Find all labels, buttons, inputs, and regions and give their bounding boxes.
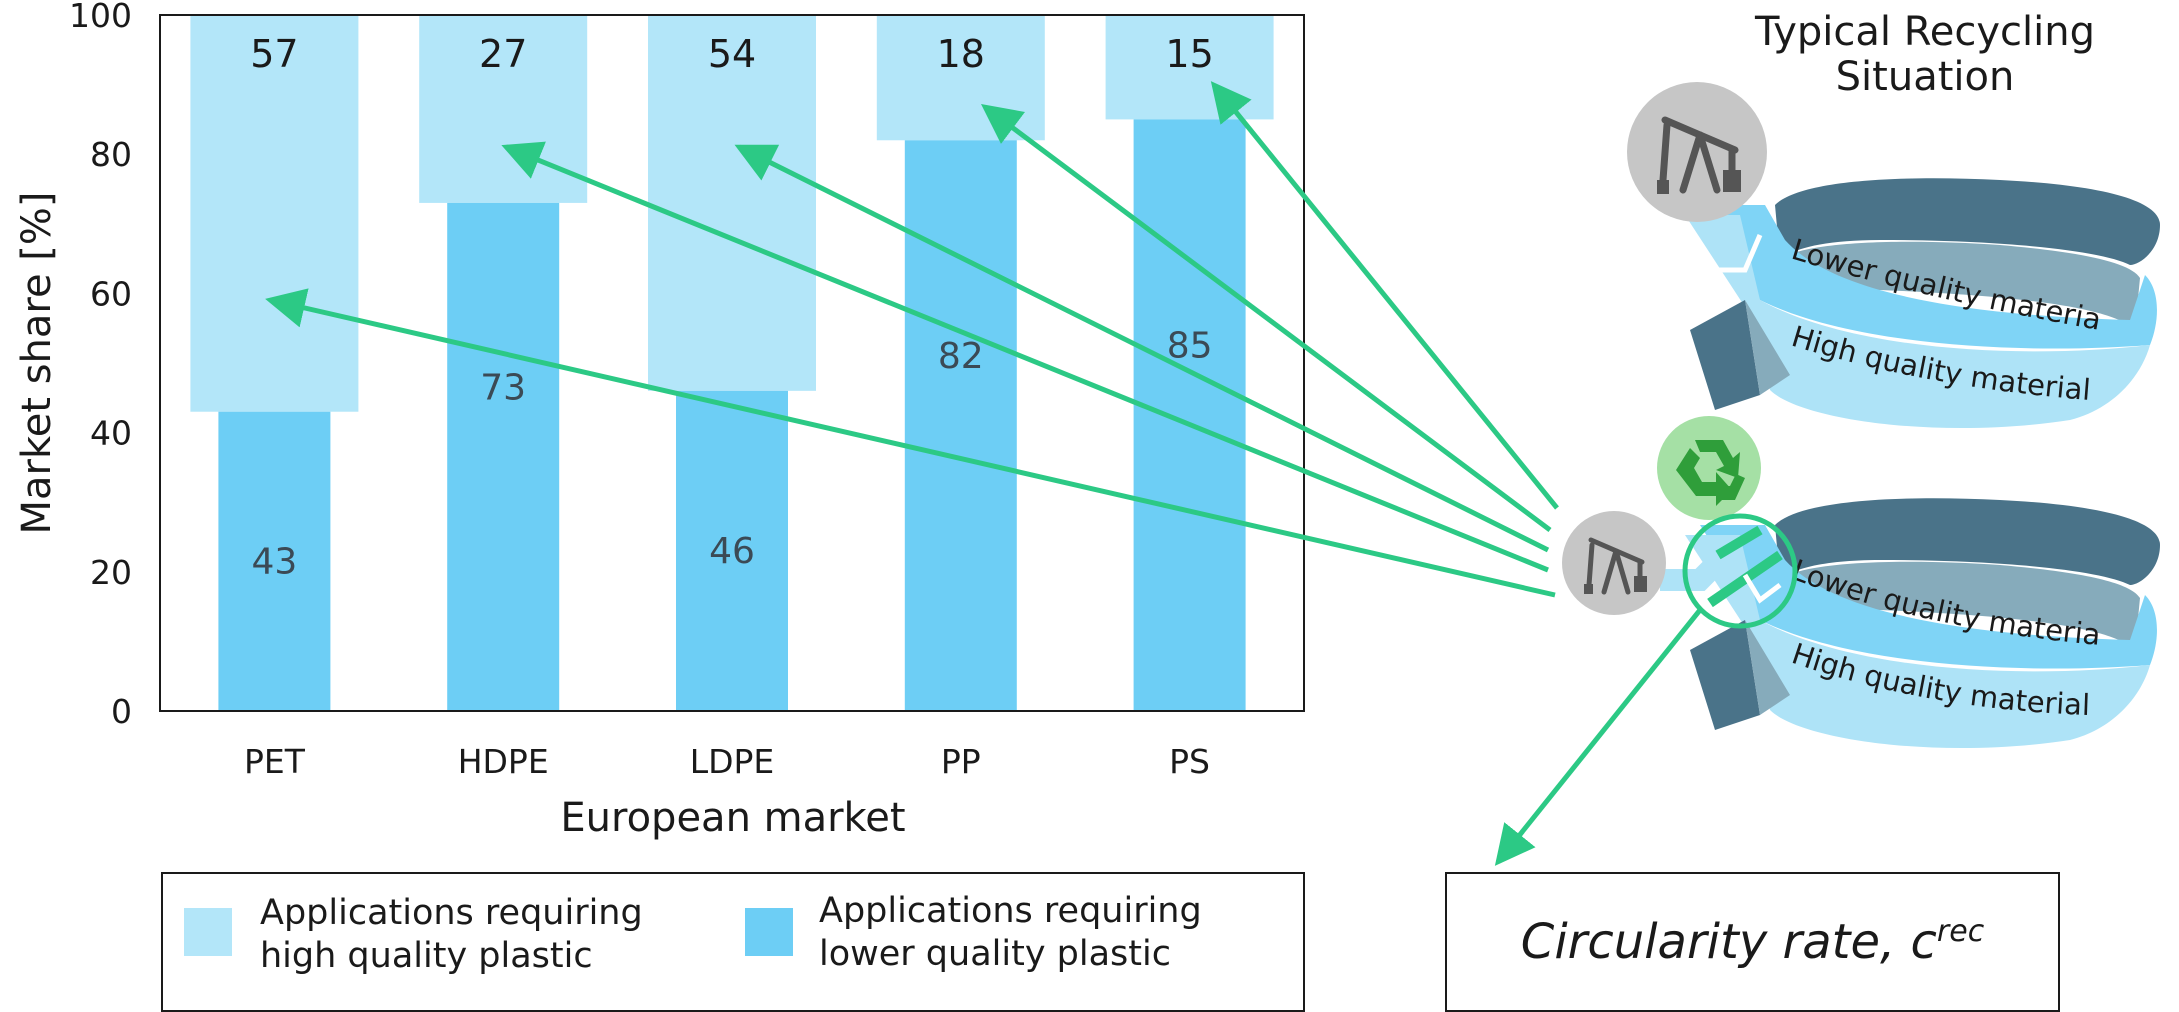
arrows-layer xyxy=(265,81,1702,866)
bottom-loop-input-strip xyxy=(1660,547,1733,591)
bottom-loop-lower-quality-band xyxy=(1700,525,2157,669)
bottom-loop-mid-band xyxy=(1780,561,2140,650)
data-label-lower-quality-ps: 85 xyxy=(1167,326,1213,367)
y-tick-label-80: 80 xyxy=(90,135,132,174)
data-label-lower-quality-hdpe: 73 xyxy=(480,367,526,408)
bottom-loop-underside-light xyxy=(1745,620,1790,715)
x-axis-label: European market xyxy=(560,795,905,841)
x-tick-label-ldpe: LDPE xyxy=(690,742,775,781)
top-loop-high-quality-band xyxy=(1685,215,2150,429)
bar-lower-quality-ldpe xyxy=(676,390,788,711)
bottom-loop-high-quality-band xyxy=(1685,535,2150,749)
diagram-title-line-2: Situation xyxy=(1836,54,2015,100)
data-label-high-quality-ldpe: 54 xyxy=(708,32,756,76)
top-loop-underside-light xyxy=(1745,300,1790,395)
figure-canvas: 57 43 27 73 54 46 18 82 15 85 0 20 40 60 80 100 PET HDP… xyxy=(0,0,2160,866)
arrow-to-hdpe xyxy=(501,141,1549,573)
top-loop-mid-band xyxy=(1780,241,2140,330)
arrow-to-pp xyxy=(980,104,1552,533)
oil-pump-icon xyxy=(1562,511,1666,615)
x-tick-label-pp: PP xyxy=(941,742,981,781)
data-label-high-quality-ps: 15 xyxy=(1165,32,1213,76)
data-label-high-quality-pet: 57 xyxy=(250,32,298,76)
circularity-highlight xyxy=(1682,513,1798,629)
y-axis-ticks: 0 20 40 60 80 100 xyxy=(69,0,132,731)
bar-value-labels: 57 43 27 73 54 46 18 82 15 85 xyxy=(250,32,1214,582)
y-tick-label-0: 0 xyxy=(111,692,132,731)
bottom-loop-dark-band xyxy=(1775,498,2160,585)
oil-pump-icon xyxy=(1627,82,1767,222)
data-label-high-quality-hdpe: 27 xyxy=(479,32,527,76)
legend-label-high-quality: Applications requiring high quality plas… xyxy=(260,893,643,976)
circularity-rate-label: Circularity rate, crec xyxy=(1520,914,1985,970)
y-tick-label-40: 40 xyxy=(90,414,132,453)
bar-lower-quality-pp xyxy=(904,140,1017,711)
bottom-loop-underside xyxy=(1690,620,1760,730)
data-label-lower-quality-pp: 82 xyxy=(938,336,984,377)
plot-frame xyxy=(159,14,1305,712)
y-tick-label-60: 60 xyxy=(90,274,132,313)
arrow-to-ps xyxy=(1210,81,1559,510)
x-tick-label-pet: PET xyxy=(244,742,306,781)
bar-lower-quality-pet xyxy=(218,411,331,711)
bar-lower-quality-ps xyxy=(1133,119,1246,711)
arrow-to-pet xyxy=(265,288,1556,598)
bar-high-quality-pet xyxy=(190,15,359,412)
circularity-rate-box: Circularity rate, crec xyxy=(1445,872,2060,1012)
recycle-icon xyxy=(1657,416,1761,520)
top-loop-dark-band xyxy=(1775,178,2160,265)
top-loop-lower-quality-band xyxy=(1700,205,2157,349)
bar-high-quality-ldpe xyxy=(648,15,816,391)
stacked-bar-chart: 57 43 27 73 54 46 18 82 15 85 0 20 40 60 80 100 PET HDP… xyxy=(14,0,1305,841)
data-label-high-quality-pp: 18 xyxy=(937,32,985,76)
data-label-lower-quality-pet: 43 xyxy=(251,541,297,582)
y-tick-label-100: 100 xyxy=(69,0,132,35)
top-loop-underside xyxy=(1690,300,1760,410)
x-tick-label-ps: PS xyxy=(1169,742,1210,781)
y-axis-label: Market share [%] xyxy=(14,191,60,534)
data-label-lower-quality-ldpe: 46 xyxy=(709,531,755,572)
top-loop-cut-mark xyxy=(1675,234,1763,273)
bar-lower-quality-hdpe xyxy=(447,202,560,712)
bars-layer xyxy=(190,15,1274,712)
x-tick-label-hdpe: HDPE xyxy=(458,742,549,781)
legend-label-lower-quality: Applications requiring lower quality pla… xyxy=(819,891,1202,974)
x-axis-ticks: PET HDPE LDPE PP PS xyxy=(244,742,1210,781)
legend-swatch-high-quality xyxy=(184,908,232,956)
legend-swatch-lower-quality xyxy=(745,908,793,956)
chart-legend: Applications requiring high quality plas… xyxy=(161,872,1305,1012)
arrow-to-circularity-rate xyxy=(1494,608,1702,866)
y-tick-label-20: 20 xyxy=(90,553,132,592)
diagram-title-line-1: Typical Recycling xyxy=(1754,9,2095,55)
arrow-to-ldpe xyxy=(734,144,1550,553)
